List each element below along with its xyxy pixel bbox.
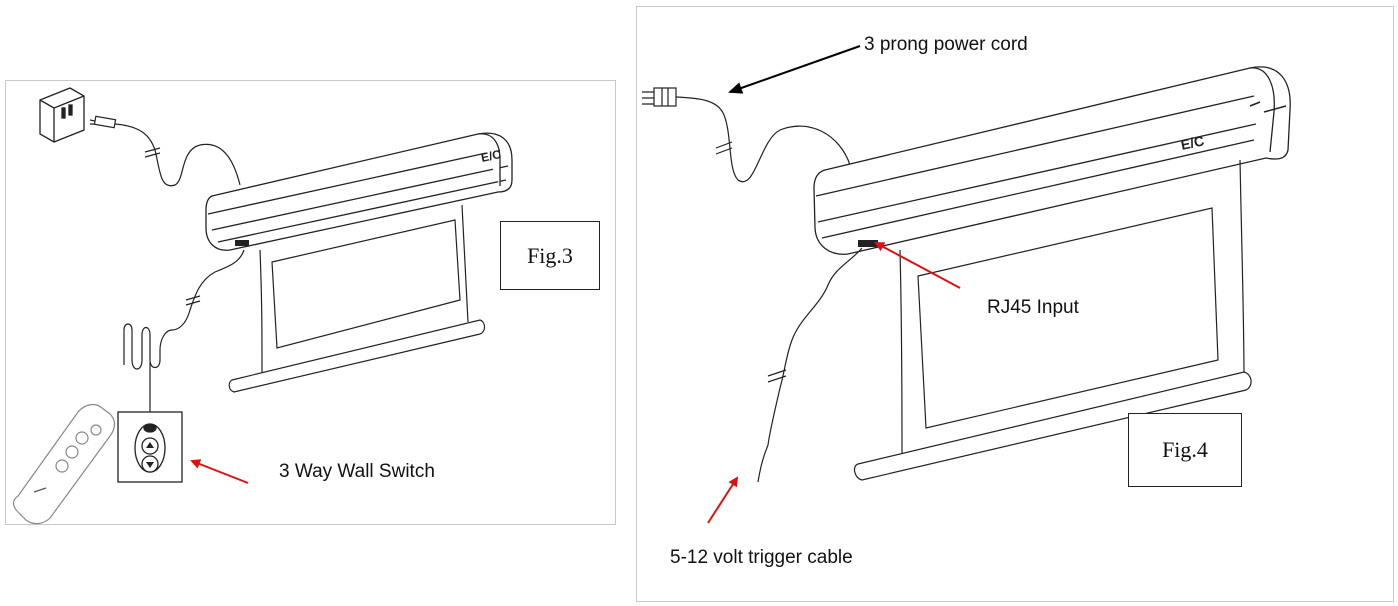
remote-control-icon	[12, 403, 116, 525]
svg-text:E/C: E/C	[1179, 132, 1205, 153]
wall-switch-cable	[123, 249, 245, 412]
svg-text:E/C: E/C	[480, 147, 503, 165]
figure-4-label-box: Fig.4	[1128, 413, 1242, 487]
wall-switch-label: 3 Way Wall Switch	[279, 461, 435, 482]
figure-3-label-box: Fig.3	[500, 221, 600, 290]
trigger-arrow	[707, 476, 739, 524]
wall-adapter-icon	[39, 87, 85, 143]
plug-icon	[642, 87, 851, 183]
figure-3-title: Fig.3	[527, 242, 573, 268]
figure-4-title: Fig.4	[1162, 437, 1208, 462]
trigger-cable	[757, 247, 863, 483]
power-cord-label: 3 prong power cord	[864, 34, 1028, 55]
projection-screen-right	[853, 159, 1252, 481]
screen-housing-right: E/C	[813, 66, 1291, 255]
wall-switch-icon	[117, 411, 183, 483]
wall-switch-arrow	[190, 459, 249, 484]
rj45-arrow	[874, 242, 961, 289]
trigger-cable-label: 5-12 volt trigger cable	[670, 547, 853, 568]
screen-housing-icon: E/C	[205, 132, 513, 251]
figure-3-panel	[5, 80, 616, 525]
power-cord-left	[89, 115, 241, 187]
projection-screen-left	[228, 204, 486, 393]
power-cord-arrow	[728, 45, 861, 94]
rj45-input-label: RJ45 Input	[987, 297, 1079, 318]
